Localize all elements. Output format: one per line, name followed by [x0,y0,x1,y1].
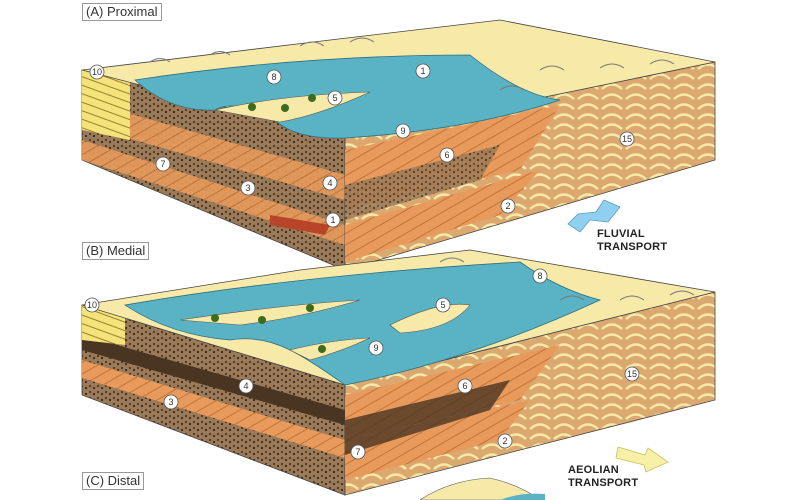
svg-text:4: 4 [327,178,332,188]
marker-B-10: 10 [84,297,100,313]
svg-text:5: 5 [332,93,337,103]
fluvial-line2: TRANSPORT [597,241,668,253]
block-medial [81,249,716,496]
marker-A-9: 9 [395,123,411,139]
aeolian-transport-arrow-icon [615,446,669,473]
marker-A-1b: 1 [325,212,341,228]
svg-text:6: 6 [444,150,449,160]
marker-A-6: 6 [439,147,455,163]
svg-text:5: 5 [440,300,445,310]
svg-text:7: 7 [355,447,360,457]
feature-markers: 10 8 1 5 9 7 3 4 1 6 2 15 10 8 5 9 4 3 7… [84,63,640,460]
svg-text:15: 15 [627,369,637,379]
svg-text:3: 3 [168,397,173,407]
svg-text:7: 7 [160,159,165,169]
marker-B-8: 8 [532,268,548,284]
marker-B-2: 2 [497,433,513,449]
svg-text:2: 2 [502,436,507,446]
panel-label-medial: (B) Medial [82,242,150,260]
marker-A-2: 2 [500,198,516,214]
marker-A-3: 3 [240,180,256,196]
svg-text:1: 1 [330,215,335,225]
svg-text:8: 8 [537,271,542,281]
dune-marks [149,37,675,91]
aeolian-transport-label: AEOLIAN TRANSPORT [568,464,638,490]
vegetation-icon [211,304,326,353]
marker-B-15: 15 [624,366,640,382]
marker-A-7: 7 [155,156,171,172]
fluvial-line1: FLUVIAL [597,228,645,240]
medial-water [123,261,602,386]
marker-B-6: 6 [457,378,473,394]
marker-A-15: 15 [619,131,635,147]
svg-text:10: 10 [87,300,97,310]
svg-text:10: 10 [92,67,102,77]
dune-marks [439,257,695,301]
aeolian-line2: TRANSPORT [568,477,639,489]
svg-text:1: 1 [420,66,425,76]
marker-A-4: 4 [322,175,338,191]
svg-text:3: 3 [245,183,250,193]
marker-A-10: 10 [89,64,105,80]
marker-A-1: 1 [415,63,431,79]
svg-text:8: 8 [271,72,276,82]
panel-label-proximal: (A) Proximal [82,3,162,21]
fluvial-transport-arrow-icon [567,199,621,233]
marker-A-8: 8 [266,69,282,85]
marker-B-9: 9 [368,340,384,356]
marker-B-3: 3 [163,394,179,410]
medial-bar [389,303,471,334]
marker-B-7: 7 [350,444,366,460]
svg-text:2: 2 [505,201,510,211]
block-distal-partial [419,477,545,500]
vegetation-icon [248,94,316,112]
svg-text:15: 15 [622,134,632,144]
marker-B-5: 5 [435,297,451,313]
svg-text:9: 9 [373,343,378,353]
panel-label-distal: (C) Distal [82,472,145,490]
fluvial-transport-label: FLUVIAL TRANSPORT [597,228,667,254]
svg-text:4: 4 [243,381,248,391]
marker-A-5: 5 [327,90,343,106]
svg-text:6: 6 [462,381,467,391]
svg-text:9: 9 [400,126,405,136]
marker-B-4: 4 [238,378,254,394]
aeolian-line1: AEOLIAN [568,464,619,476]
